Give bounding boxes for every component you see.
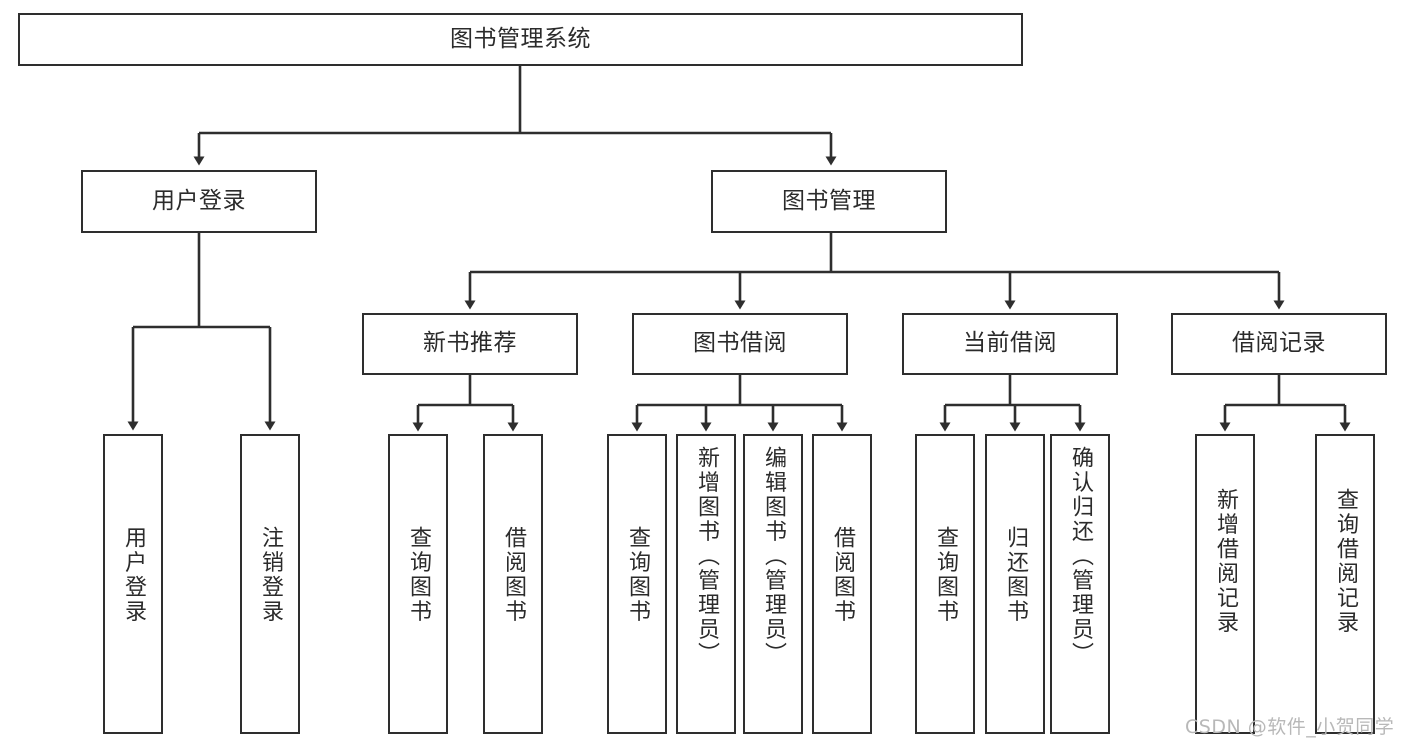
leaf-borrow-add-book-admin[interactable]: 新增图书（管理员） (676, 434, 736, 734)
leaf-current-return-book[interactable]: 归还图书 (985, 434, 1045, 734)
leaf-borrow-edit-book-admin[interactable]: 编辑图书（管理员） (743, 434, 803, 734)
node-label: 查询图书 (933, 526, 958, 624)
leaf-current-confirm-return-admin[interactable]: 确认归还（管理员） (1050, 434, 1110, 734)
node-label: 用户登录 (121, 526, 146, 624)
node-label: 借阅图书 (830, 526, 855, 624)
node-book-management[interactable]: 图书管理 (711, 170, 947, 233)
node-label: 用户登录 (152, 187, 246, 214)
node-label: 当前借阅 (963, 330, 1057, 357)
leaf-borrow-borrow-book[interactable]: 借阅图书 (812, 434, 872, 734)
leaf-borrow-query-book[interactable]: 查询图书 (607, 434, 667, 734)
node-label: 借阅图书 (501, 526, 526, 624)
watermark-csdn: CSDN @软件_小贺同学 (1185, 716, 1395, 738)
node-label: 查询图书 (625, 526, 650, 624)
node-user-login[interactable]: 用户登录 (81, 170, 317, 233)
node-borrow-records[interactable]: 借阅记录 (1171, 313, 1387, 375)
node-current-borrow[interactable]: 当前借阅 (902, 313, 1118, 375)
leaf-records-add-record[interactable]: 新增借阅记录 (1195, 434, 1255, 734)
leaf-current-query-book[interactable]: 查询图书 (915, 434, 975, 734)
leaf-records-query-record[interactable]: 查询借阅记录 (1315, 434, 1375, 734)
node-label: 图书借阅 (693, 330, 787, 357)
node-label: 归还图书 (1003, 526, 1028, 624)
node-label: 新增借阅记录 (1213, 488, 1238, 635)
node-root-system[interactable]: 图书管理系统 (18, 13, 1023, 66)
leaf-recommend-query-book[interactable]: 查询图书 (388, 434, 448, 734)
node-label: 查询借阅记录 (1333, 488, 1358, 635)
node-book-borrow[interactable]: 图书借阅 (632, 313, 848, 375)
leaf-recommend-borrow-book[interactable]: 借阅图书 (483, 434, 543, 734)
node-label: 图书管理 (782, 187, 876, 214)
leaf-user-login-logout[interactable]: 注销登录 (240, 434, 300, 734)
node-label: 查询图书 (406, 526, 431, 624)
node-label: 新书推荐 (423, 330, 517, 357)
node-label: 编辑图书（管理员） (761, 446, 786, 667)
node-label: 新增图书（管理员） (694, 446, 719, 667)
node-label: 借阅记录 (1232, 330, 1326, 357)
node-label: 注销登录 (258, 526, 283, 624)
node-label: 图书管理系统 (450, 25, 591, 52)
node-label: 确认归还（管理员） (1068, 446, 1093, 667)
leaf-user-login-login[interactable]: 用户登录 (103, 434, 163, 734)
node-new-book-recommend[interactable]: 新书推荐 (362, 313, 578, 375)
